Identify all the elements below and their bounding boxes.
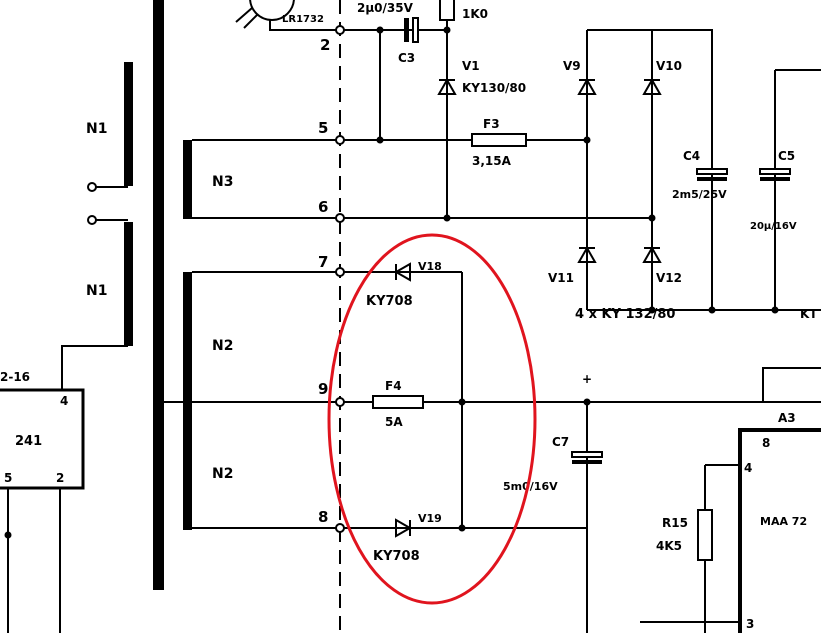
v12-label: V12 <box>656 271 682 285</box>
photodiode-label: LR1732 <box>282 14 324 25</box>
ic-a3 <box>738 428 821 633</box>
terminal-6 <box>335 213 345 223</box>
capacitor-c5 <box>759 168 791 175</box>
label-n1-top: N1 <box>86 121 107 137</box>
diode-v19-icon <box>395 518 413 538</box>
left-ic-ref: 2-16 <box>0 370 30 384</box>
label-n2-bottom: N2 <box>212 466 233 482</box>
bridge-type: 4 x KY 132/80 <box>575 307 675 322</box>
c7-value: 5m0/16V <box>503 480 558 493</box>
v1-type: KY130/80 <box>462 81 526 95</box>
resistor-1k0 <box>439 0 455 21</box>
f3-label: F3 <box>483 117 500 131</box>
terminal-label: 9 <box>318 380 328 398</box>
terminal-label: 5 <box>318 119 328 137</box>
terminal-7 <box>335 267 345 277</box>
diode-v11-icon <box>577 245 597 263</box>
capacitor-c4 <box>696 168 728 175</box>
c4-value: 2m5/25V <box>672 188 727 201</box>
left-pin-label: 5 <box>4 471 12 485</box>
diode-v12-icon <box>642 245 662 263</box>
terminal-label: 6 <box>318 198 328 216</box>
label-n3: N3 <box>212 174 233 190</box>
a3-ic-type: MAA 72 <box>760 515 807 528</box>
c7-label: C7 <box>552 435 569 449</box>
a3-label: A3 <box>778 411 796 425</box>
photodiode-icon <box>249 0 295 21</box>
a3-pin-label: 3 <box>746 617 754 631</box>
f3-value: 3,15A <box>472 154 512 168</box>
capacitor-c7 <box>571 451 603 458</box>
r15-label: R15 <box>662 516 688 530</box>
polarity-plus: + <box>582 372 592 386</box>
c3-label: C3 <box>398 51 415 65</box>
winding-n3 <box>183 140 192 219</box>
c4-label: C4 <box>683 149 700 163</box>
terminal-label: 2 <box>320 36 330 54</box>
v11-label: V11 <box>548 271 574 285</box>
ic-left <box>0 388 85 490</box>
winding-n1-top <box>124 62 133 186</box>
transformer-core <box>153 0 164 590</box>
resistor-value: 1K0 <box>462 7 488 21</box>
terminal-label: 7 <box>318 253 328 271</box>
a3-pin-label: 4 <box>744 461 752 475</box>
fuse-f3 <box>471 133 527 147</box>
c5-value: 20μ/16V <box>750 221 797 232</box>
c3-value: 2μ0/35V <box>357 1 414 15</box>
fuse-f4 <box>372 395 424 409</box>
tap-terminal <box>87 215 97 225</box>
f4-value: 5A <box>385 415 403 429</box>
left-pin-label: 4 <box>60 394 68 408</box>
winding-n1-bottom <box>124 222 133 346</box>
kt-label: KT <box>800 307 818 321</box>
v18-type: KY708 <box>366 294 413 309</box>
tap-terminal <box>87 182 97 192</box>
highlight-ellipse <box>327 233 537 605</box>
v19-type: KY708 <box>373 549 420 564</box>
terminal-5 <box>335 135 345 145</box>
v9-label: V9 <box>563 59 581 73</box>
resistor-r15 <box>697 509 713 561</box>
v19-label: V19 <box>418 512 442 525</box>
a3-pin-label: 8 <box>762 436 770 450</box>
capacitor-c3 <box>404 18 409 42</box>
f4-label: F4 <box>385 379 402 393</box>
v10-label: V10 <box>656 59 682 73</box>
v18-label: V18 <box>418 260 442 273</box>
light-arrows-icon <box>235 7 259 29</box>
label-n1-bottom: N1 <box>86 283 107 299</box>
terminal-2 <box>335 25 345 35</box>
terminal-8 <box>335 523 345 533</box>
diode-v10-icon <box>642 77 662 95</box>
left-ic-label: 241 <box>15 434 42 449</box>
left-pin-label: 2 <box>56 471 64 485</box>
terminal-9 <box>335 397 345 407</box>
diode-v9-icon <box>577 77 597 95</box>
v1-label: V1 <box>462 59 480 73</box>
diode-v18-icon <box>393 262 411 282</box>
terminal-label: 8 <box>318 508 328 526</box>
r15-value: 4K5 <box>656 539 682 553</box>
label-n2-top: N2 <box>212 338 233 354</box>
diode-v1-icon <box>437 77 457 95</box>
c5-label: C5 <box>778 149 795 163</box>
